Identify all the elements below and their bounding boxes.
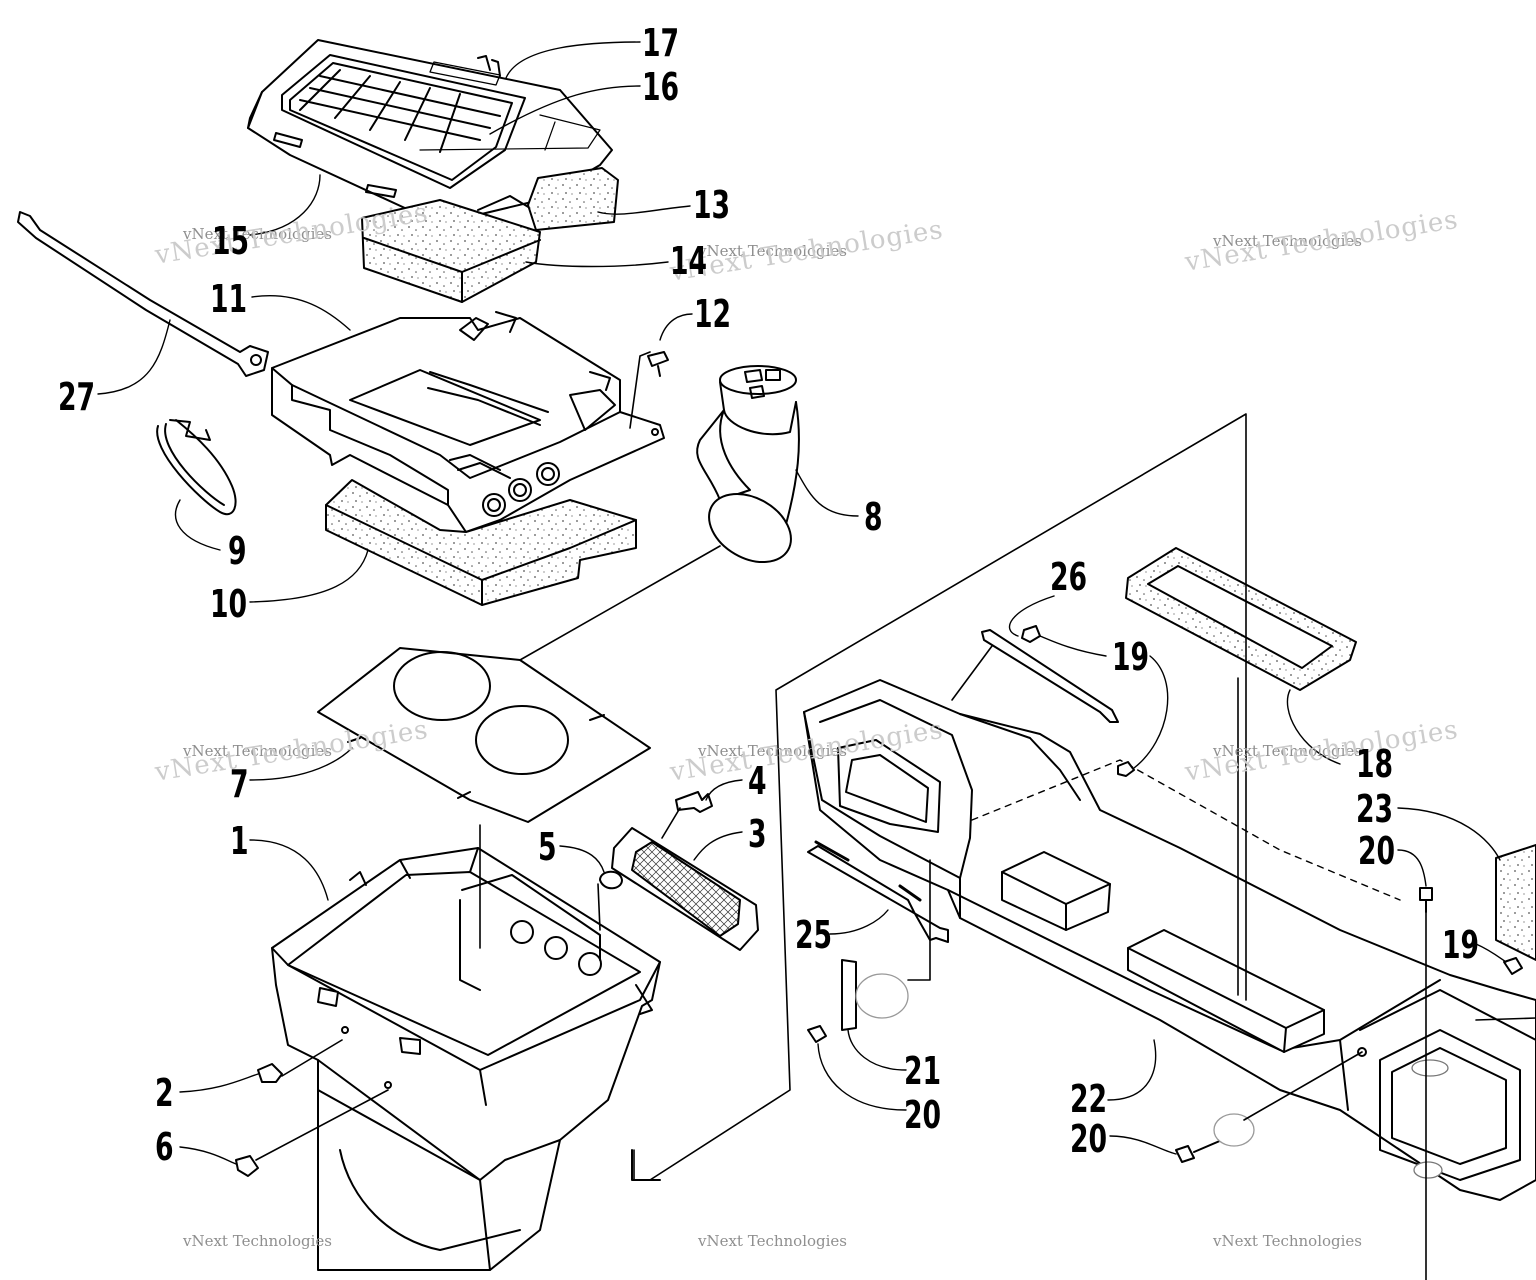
callout-18: 18 — [1356, 742, 1394, 786]
foam-pad-13 — [527, 167, 619, 231]
callout-3: 3 — [748, 812, 767, 856]
callout-20: 20 — [904, 1093, 942, 1137]
bolt-4 — [675, 791, 713, 813]
callout-20: 20 — [1070, 1117, 1108, 1161]
spring-rod-25 — [807, 840, 949, 943]
strap-27 — [17, 211, 269, 377]
foam-pad-10 — [325, 479, 637, 606]
callout-15: 15 — [212, 219, 250, 263]
callout-7: 7 — [230, 762, 249, 806]
callout-9: 9 — [228, 529, 247, 573]
callout-17: 17 — [642, 21, 680, 65]
screen-gasket-3 — [611, 827, 759, 951]
callout-6: 6 — [155, 1125, 174, 1169]
seal-frame-18 — [1125, 547, 1357, 691]
watermark: vNext Technologies — [698, 1232, 848, 1250]
bolt-20-a — [807, 1025, 827, 1043]
callout-25: 25 — [795, 913, 833, 957]
callout-11: 11 — [210, 277, 248, 321]
callout-26: 26 — [1050, 555, 1088, 599]
callout-5: 5 — [538, 825, 557, 869]
callout-23: 23 — [1356, 787, 1394, 831]
bushing-2 — [257, 1063, 283, 1083]
bolt-20-b — [1175, 1139, 1223, 1163]
gasket-plate-7 — [317, 647, 651, 823]
callout-12: 12 — [694, 292, 732, 336]
clamp-9 — [156, 419, 237, 515]
callout-13: 13 — [693, 183, 731, 227]
clip-6 — [235, 1155, 259, 1177]
foam-block-23 — [1495, 844, 1536, 961]
callout-19: 19 — [1442, 923, 1480, 967]
callout-21: 21 — [904, 1049, 942, 1093]
callout-1: 1 — [230, 819, 249, 863]
intake-duct-22 — [803, 679, 1536, 1201]
nut-19-a — [1021, 625, 1041, 643]
callout-8: 8 — [864, 495, 883, 539]
nut-19-c — [1503, 957, 1523, 975]
air-box-cover — [247, 39, 613, 223]
callout-27: 27 — [58, 375, 96, 419]
callout-20: 20 — [1358, 829, 1396, 873]
callout-19: 19 — [1112, 635, 1150, 679]
foam-pad-14 — [361, 199, 541, 303]
washer-21 — [855, 973, 909, 1019]
bolt-20-c — [1419, 887, 1433, 913]
bracket-21 — [841, 959, 857, 1031]
knob-5 — [599, 870, 623, 890]
callout-4: 4 — [748, 759, 767, 803]
air-box-tray — [271, 311, 665, 533]
washer-20 — [1213, 1113, 1255, 1147]
callout-22: 22 — [1070, 1077, 1108, 1121]
bracket-26 — [981, 629, 1119, 723]
callout-16: 16 — [642, 65, 680, 109]
screw-12 — [647, 351, 669, 377]
nut-19-b — [1117, 761, 1135, 777]
duct-elbow-8 — [696, 365, 800, 564]
callout-10: 10 — [210, 582, 248, 626]
air-box-housing — [271, 847, 661, 1271]
callout-2: 2 — [155, 1071, 174, 1115]
callout-14: 14 — [670, 239, 708, 283]
watermark: vNext Technologies — [183, 1232, 333, 1250]
watermark: vNext Technologies — [1213, 1232, 1363, 1250]
